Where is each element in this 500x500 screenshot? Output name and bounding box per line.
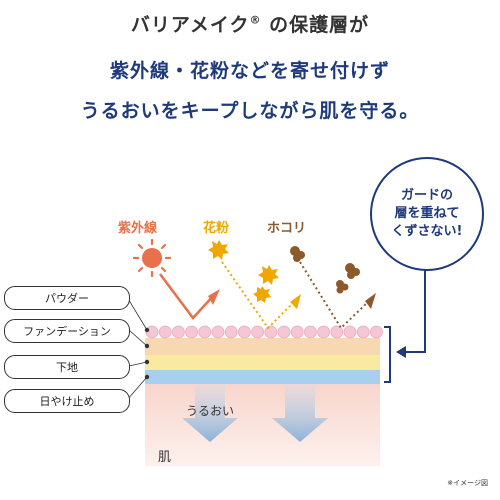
powder-particle [198,325,212,339]
powder-particle [277,325,291,339]
registered-mark: ® [249,13,262,27]
heading-brand: バリアメイク [130,14,250,36]
powder-particle [145,325,159,339]
uv-arrow [159,273,215,320]
pollen-arrow [221,261,297,330]
powder-particle [356,325,370,339]
layer-label-powder: パウダー [4,286,130,310]
dust-icon [290,246,360,294]
heading-line-1-suffix: の保護層が [261,14,370,36]
moisture-arrow-right [272,385,328,442]
powder-layer [145,325,383,339]
powder-particle [158,325,172,339]
powder-particle [290,325,304,339]
skin-block [145,384,380,466]
layer-label-sunscreen: 日やけ止め [4,389,130,413]
powder-particle [237,325,251,339]
powder-particle [317,325,331,339]
sunscreen-layer [145,370,380,384]
sun-icon [132,238,172,278]
powder-particle [224,325,238,339]
uv-label: 紫外線 [118,221,158,236]
callout-line-2: 層を重ねて [394,206,460,221]
powder-particle [330,325,344,339]
powder-particle [264,325,278,339]
powder-particle [185,325,199,339]
heading-line-2: 紫外線・花粉などを寄せ付けず [109,60,390,82]
layer-label-primer: 下地 [4,355,130,379]
moisture-arrow-left [182,385,238,442]
layer-label-foundation: ファンデーション [4,319,130,343]
heading-line-3: うるおいをキープしながら肌を守る。 [80,100,420,122]
skin-label: 肌 [158,450,172,465]
layer-bracket [384,326,391,383]
powder-particle [369,325,383,339]
image-note: ※イメージ図 [447,479,488,487]
powder-particle [251,325,265,339]
callout-line-1: ガードの [400,188,453,203]
dust-label: ホコリ [267,221,307,236]
pollen-icon [208,240,279,303]
callout-connector [405,270,426,353]
powder-particle [343,325,357,339]
powder-particle [303,325,317,339]
moisture-label: うるおい [186,404,235,418]
dust-arrow [299,261,371,330]
pollen-label: 花粉 [203,221,230,236]
callout-arrowhead [396,346,406,358]
powder-particle [171,325,185,339]
powder-particle [211,325,225,339]
primer-layer [145,355,380,370]
callout-line-3: くずさない! [391,224,463,239]
foundation-layer [145,338,380,355]
heading-line-1: バリアメイク® の保護層が [0,10,500,37]
guard-callout: ガードの 層を重ねて くずさない! [370,157,484,271]
